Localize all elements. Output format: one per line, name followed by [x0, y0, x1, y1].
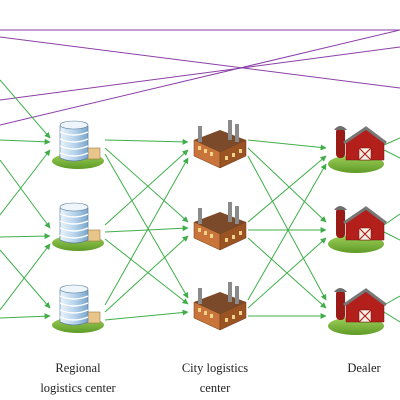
edge: [383, 213, 400, 226]
office-tower-icon: [52, 284, 104, 333]
city-label-line1: City logistics: [181, 361, 249, 375]
edge: [104, 149, 189, 226]
dealer-nodes: [328, 126, 387, 335]
edge: [247, 147, 327, 223]
dealer-label-line1: Dealer: [347, 361, 381, 375]
regional-label-line1: Regional: [55, 361, 101, 375]
edge: [247, 155, 327, 223]
barn-icon: [328, 126, 387, 173]
office-tower-icon: [52, 120, 104, 169]
edge: [104, 153, 189, 299]
city-to-dealer-edges: [247, 139, 327, 319]
long-link: [0, 36, 400, 89]
edge: [104, 225, 189, 233]
edge: [0, 159, 51, 229]
edge: [0, 243, 51, 311]
edge: [383, 137, 400, 146]
edge: [247, 163, 327, 301]
edge: [0, 313, 51, 320]
edge: [104, 238, 189, 305]
regional-column-label: Regional logistics center: [18, 358, 138, 398]
barn-icon: [328, 206, 387, 253]
edge: [247, 237, 327, 309]
city-nodes: [193, 120, 247, 331]
long-link: [0, 29, 400, 126]
edge: [383, 231, 400, 241]
regional-nodes: [52, 120, 104, 333]
barn-icon: [328, 288, 387, 335]
edge: [383, 295, 400, 306]
edge: [104, 235, 189, 313]
city-label-line2: center: [199, 381, 231, 395]
edge: [0, 79, 51, 139]
regional-label-line2: logistics center: [40, 381, 116, 395]
edge: [104, 138, 189, 145]
edge: [247, 155, 327, 301]
edge: [104, 147, 189, 223]
edge: [383, 149, 400, 159]
long-distance-links: [0, 29, 400, 126]
edge: [0, 249, 51, 309]
factory-icon: [193, 282, 247, 331]
factory-icon: [193, 120, 247, 169]
edge: [0, 149, 51, 216]
outgoing-edges: [383, 137, 400, 323]
regional-to-city-edges: [104, 138, 189, 321]
long-link: [0, 46, 400, 101]
city-column-label: City logistics center: [160, 358, 270, 398]
edge: [104, 157, 189, 306]
edge: [104, 309, 189, 321]
dealer-column-label: Dealer: [324, 358, 400, 378]
edge: [247, 139, 327, 151]
office-tower-icon: [52, 202, 104, 251]
incoming-edges: [0, 79, 51, 320]
edge: [0, 138, 51, 145]
edge: [383, 311, 400, 323]
factory-icon: [193, 202, 247, 251]
edge: [0, 233, 51, 240]
